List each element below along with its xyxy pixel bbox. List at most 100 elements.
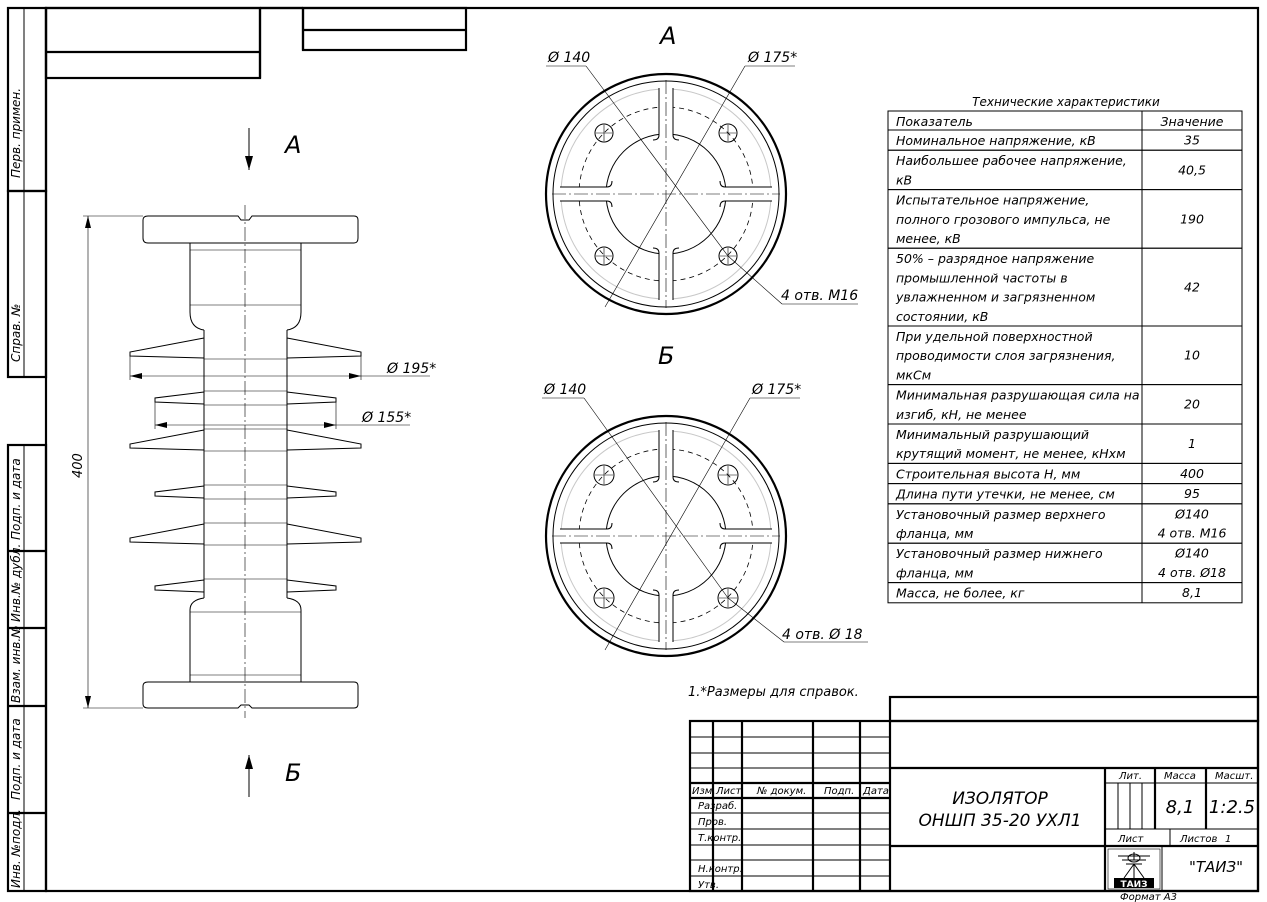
shed-small [154, 485, 337, 499]
tb-role: Т.контр. [698, 833, 741, 844]
d195-dimension-text: Ø 195* [386, 361, 436, 377]
spec-value-text: Ø140 [1174, 506, 1209, 521]
view-arrow-label: Б [285, 759, 301, 787]
spec-parameter-text: крутящий момент, не менее, кНхм [896, 446, 1126, 461]
product-name-line1: ИЗОЛЯТОР [952, 789, 1048, 809]
spec-parameter-text: Минимальная разрушающая сила на [896, 388, 1140, 403]
tb-role: Утв. [698, 880, 719, 891]
mass-value: 8,1 [1166, 797, 1195, 818]
spec-parameter-text: состоянии, кВ [896, 309, 988, 324]
height-dimension-text: 400 [71, 453, 86, 478]
spec-value-text: 4 отв. М16 [1158, 526, 1227, 541]
tb-col-header: Лист [715, 786, 743, 797]
spec-parameter-text: Установочный размер верхнего [896, 507, 1106, 522]
side-stamp-label: Инв. №подл. [9, 809, 23, 888]
product-name-line2: ОНШП 35-20 УХЛ1 [919, 811, 1082, 831]
spec-parameter-text: Минимальный разрушающий [896, 427, 1089, 442]
shed-large [129, 337, 362, 359]
insulator-side-view [83, 128, 430, 797]
side-stamp-label: Инв.№ дубл. [9, 544, 23, 622]
spec-header-cell: Значение [1161, 114, 1224, 129]
spec-parameter-text: фланца, мм [896, 526, 973, 541]
b-holes-leader [727, 597, 785, 643]
spec-value-text: 8,1 [1182, 585, 1202, 600]
side-stamp-column [6, 6, 48, 893]
view-b-label: Б [658, 342, 674, 370]
spec-parameter-text: полного грозового импульса, не [896, 212, 1111, 227]
spec-parameter-text: кВ [896, 172, 912, 187]
tb-role: Разраб. [698, 800, 737, 812]
spec-value-text: 35 [1184, 133, 1200, 148]
shed-small [154, 579, 337, 593]
mass-label: Масса [1164, 771, 1196, 782]
side-stamp-label: Взам. инв.№ [9, 625, 23, 703]
a-holes-leader [727, 255, 783, 305]
spec-value-text: 20 [1184, 397, 1200, 412]
a-d140-leader [585, 65, 729, 257]
taiz-logo [1107, 848, 1161, 890]
top-flange [142, 215, 359, 244]
scale-value: 1:2.5 [1209, 797, 1255, 818]
spec-value-text: 40,5 [1178, 162, 1206, 177]
company-name: "ТАИЗ" [1189, 858, 1243, 876]
spec-value-text: 190 [1180, 211, 1204, 226]
spec-value-text: 4 отв. Ø18 [1158, 565, 1226, 580]
b-d175-leader [604, 397, 751, 651]
d155-dimension-text: Ø 155* [361, 410, 411, 426]
spec-parameter-text: Строительная высота Н, мм [896, 466, 1080, 481]
spec-parameter-text: Испытательное напряжение, [896, 193, 1089, 208]
a-holes-text: 4 отв. М16 [781, 288, 858, 304]
tb-col-header: № докум. [756, 786, 806, 797]
spec-parameter-text: фланца, мм [896, 565, 973, 580]
format-label: Формат А3 [1120, 892, 1177, 902]
spec-value-text: 10 [1184, 348, 1200, 363]
spec-parameter-text: Номинальное напряжение, кВ [896, 133, 1096, 148]
sheet-label: Лист [1117, 834, 1145, 845]
shed-large [129, 523, 362, 545]
sheets-label: Листов [1179, 834, 1217, 845]
spec-value-text: 42 [1184, 280, 1200, 295]
a-d175-text: Ø 175* [747, 50, 797, 66]
b-d175-text: Ø 175* [751, 382, 801, 398]
spec-parameter-text: Длина пути утечки, не менее, см [895, 487, 1115, 502]
logo-text: ТАИЗ [1120, 880, 1147, 890]
top-left-stamp [44, 6, 468, 80]
sheets-value: 1 [1225, 834, 1231, 845]
end-view-b [542, 397, 868, 658]
scale-label: Масшт. [1215, 771, 1253, 782]
spec-value-text: Ø140 [1174, 546, 1209, 561]
a-d140-text: Ø 140 [547, 50, 590, 66]
spec-row [887, 582, 1243, 604]
spec-value-text: 95 [1184, 486, 1200, 501]
b-holes-text: 4 отв. Ø 18 [782, 627, 863, 643]
view-arrow-label: А [283, 131, 301, 159]
upper-body [189, 243, 302, 331]
note-text: 1.*Размеры для справок. [688, 685, 859, 700]
spec-parameter-text: Масса, не более, кг [896, 586, 1025, 601]
spec-parameter-text: При удельной поверхностной [896, 329, 1093, 344]
spec-parameter-text: промышленной частоты в [896, 270, 1068, 285]
shed-large [129, 429, 362, 451]
side-stamp-label: Справ. № [9, 304, 23, 362]
tb-col-header: Подп. [824, 786, 854, 797]
b-d140-text: Ø 140 [543, 382, 586, 398]
lit-label: Лит. [1118, 771, 1142, 782]
spec-parameter-text: 50% – разрядное напряжение [896, 251, 1095, 266]
title-block [688, 695, 1260, 893]
view-a-label: А [658, 22, 676, 50]
tb-role: Н.контр. [698, 864, 743, 875]
spec-parameter-text: Установочный размер нижнего [896, 546, 1103, 561]
spec-parameter-text: Наибольшее рабочее напряжение, [896, 153, 1127, 168]
spec-table-title: Технические характеристики [972, 95, 1160, 109]
tb-role: Пров. [698, 817, 727, 828]
tb-col-header: Изм. [692, 786, 716, 797]
b-d140-leader [583, 397, 729, 599]
spec-header-cell: Показатель [896, 114, 973, 129]
shed-small [154, 391, 337, 405]
spec-parameter-text: проводимости слоя загрязнения, [896, 348, 1116, 363]
end-view-a [544, 65, 858, 316]
spec-parameter-text: менее, кВ [896, 231, 961, 246]
lower-body [189, 597, 302, 682]
